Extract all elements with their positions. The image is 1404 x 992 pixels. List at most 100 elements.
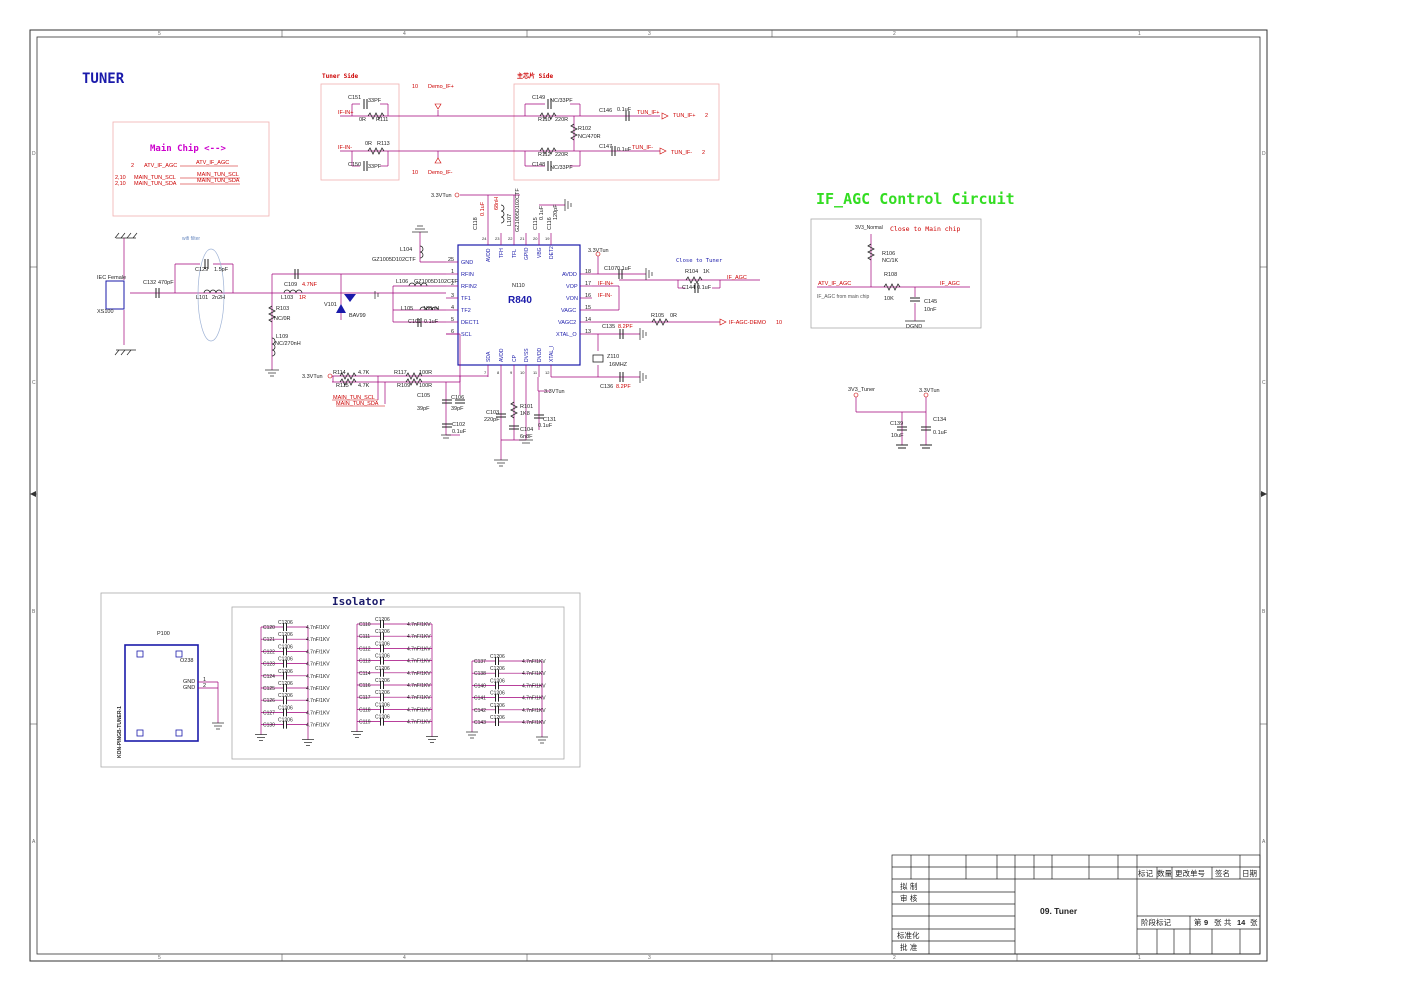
- wifi-filter-label: wifi filter: [182, 236, 200, 242]
- ic-left-pins: 25 GND 1 RFIN 2 RFIN2 3 TF1 4 TF2 5 DECT…: [446, 257, 479, 338]
- zone-top-5: 5: [158, 31, 161, 37]
- bottom-caps: [442, 399, 544, 430]
- c146-ref: C146: [599, 108, 612, 114]
- main-scl-net: MAIN_TUN_SCL: [333, 395, 375, 401]
- cap-package: C1206: [490, 654, 505, 660]
- cap-ref: C142: [474, 708, 486, 714]
- v33-xtal: 3.3VTun: [544, 389, 565, 395]
- center-arrow-left: [30, 491, 36, 497]
- ic-bot-11-name: DVDD: [537, 347, 543, 362]
- cap-value: 4.7nF/1KV: [522, 659, 546, 665]
- if-in-n-label: IF-IN-: [338, 145, 352, 151]
- c136-val: 8.2PF: [616, 384, 631, 390]
- ic-top-19: 19: [545, 236, 550, 241]
- r105-ref: R105: [651, 313, 664, 319]
- right-gnds: [639, 268, 653, 383]
- if-diff-lines: [340, 103, 660, 167]
- p100-labels: P100 O238 GND GND 1 2 KON-PINGB-TUNER-1: [117, 631, 206, 758]
- outer-frame: [29, 29, 1268, 962]
- ic-pin-1-name: RFIN: [461, 272, 474, 278]
- c116-val: 120pF: [553, 204, 559, 220]
- c102-ref: C102: [452, 422, 465, 428]
- r112-ref: R112: [538, 152, 551, 158]
- c118-ref: C118: [473, 217, 479, 230]
- iso-gnd: [302, 739, 314, 746]
- main-sda-net: MAIN_TUN_SDA: [336, 401, 379, 407]
- ic-top-22-name: TFL: [512, 249, 518, 258]
- ic-top-24: 24: [482, 236, 487, 241]
- ic-pin-16: 16: [585, 293, 591, 299]
- tb-doc-title: 09. Tuner: [1040, 906, 1078, 916]
- tb-row-approve: 批 准: [900, 942, 918, 952]
- r106-sym: [867, 243, 875, 261]
- cap-ref: C110: [359, 622, 371, 628]
- page2b: 2: [702, 150, 705, 156]
- cap-ref: C118: [359, 707, 371, 713]
- ic-name: R840: [508, 295, 532, 306]
- cap-ref: C117: [359, 695, 371, 701]
- cap-package: C1206: [375, 617, 390, 623]
- zone-top-3: 3: [648, 31, 651, 37]
- cap-value: 4.7nF/1KV: [306, 698, 330, 704]
- tb-hdr-sign: 签名: [1215, 868, 1230, 878]
- c107-ref: C107: [604, 266, 617, 272]
- agc-demo-pg: 10: [776, 320, 782, 326]
- if-in-p-label: IF-IN+: [338, 110, 353, 116]
- c109-val: 4.7NF: [302, 282, 318, 288]
- cap-package: C1206: [375, 715, 390, 721]
- r111-val: 0R: [359, 117, 366, 123]
- ic-bot-7: 7: [484, 370, 487, 375]
- ic-ref: N110: [512, 283, 525, 289]
- tuner-side-box: [320, 83, 400, 181]
- c144-ref: C144: [682, 285, 695, 291]
- v3-tuner-port: [853, 392, 859, 398]
- tb-hdr-date: 日期: [1242, 869, 1257, 878]
- tun-if-n-arrow: [659, 147, 667, 155]
- c131-val: 0.1uF: [538, 423, 553, 429]
- p100-ref: P100: [157, 631, 170, 637]
- c105-ref: C105: [417, 393, 430, 399]
- tb-row-draft: 拟 制: [900, 881, 917, 891]
- ic-pin-14: 14: [585, 317, 591, 323]
- cap-ref: C126: [263, 698, 275, 704]
- cap-value: 4.7nF/1KV: [306, 662, 330, 668]
- l109-ref: L109: [276, 334, 288, 340]
- l105-val: 180nH: [423, 306, 439, 312]
- r115-ref: R115: [336, 383, 349, 389]
- sheet-title: TUNER: [82, 71, 125, 87]
- r109-sym: [405, 378, 423, 386]
- c148-ref: C148: [532, 162, 545, 168]
- mc-row3-pg: 2,10: [115, 181, 126, 187]
- main-chip-box: [112, 121, 270, 217]
- c147-ref: C147: [599, 144, 612, 150]
- ic-right-pins: 18 AVDD 17 VOP 16 VON 15 VAGC 14 VAGC2 1…: [556, 269, 592, 338]
- p100-gnd: [212, 722, 224, 730]
- c106-val: 39pF: [451, 406, 464, 412]
- v101-diode-b: [336, 304, 346, 313]
- iso-gnd: [536, 736, 548, 744]
- l104-ref: L104: [400, 247, 412, 253]
- ic-pin-17: 17: [585, 281, 591, 287]
- cap-package: C1206: [375, 702, 390, 708]
- cap-package: C1206: [375, 666, 390, 672]
- v101-val: BAV99: [349, 313, 366, 319]
- c145-ref: C145: [924, 299, 937, 305]
- r103-val: NC/0R: [274, 316, 291, 322]
- p100-hole-1: [136, 650, 144, 658]
- r106-val: NC/1K: [882, 258, 899, 264]
- r109-ref: R109: [397, 383, 410, 389]
- cap-ref: C141: [474, 696, 486, 702]
- r115-val: 4.7K: [358, 383, 370, 389]
- tb-sheet-mid: 张 共: [1214, 918, 1232, 927]
- agc-demo-arrow: [719, 318, 727, 326]
- ic-r840-body: [457, 244, 581, 366]
- z110-crystal: [592, 354, 604, 363]
- right-labels: 3.3VTun C107 0.1uF Close to Tuner R104 1…: [588, 248, 782, 390]
